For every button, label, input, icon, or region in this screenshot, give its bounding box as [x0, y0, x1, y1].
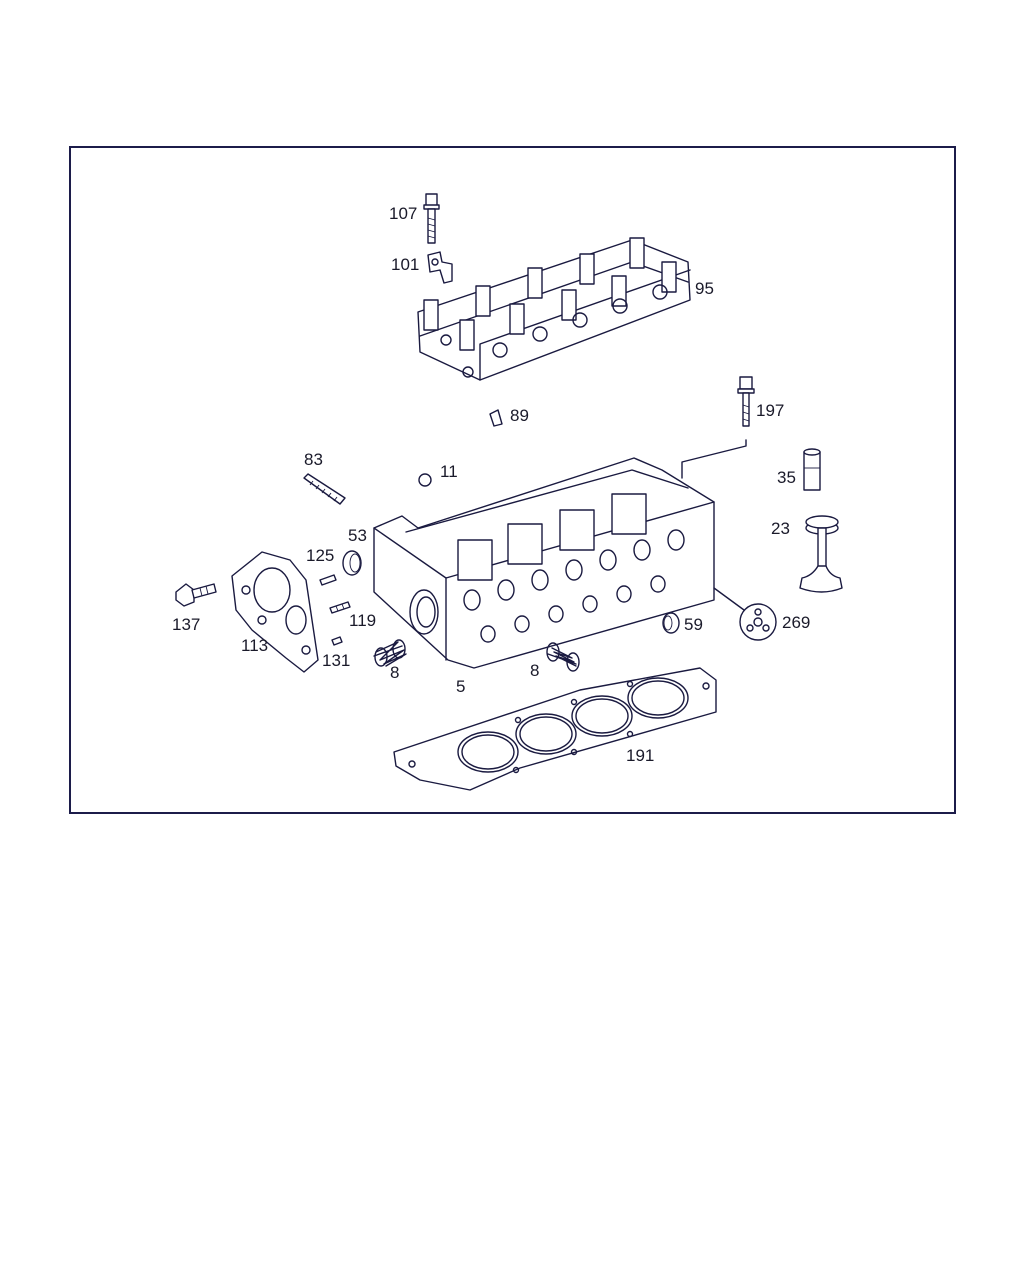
callout-101: 101	[391, 255, 419, 274]
sleeve-89	[489, 409, 503, 427]
callout-89: 89	[510, 406, 529, 425]
head-gasket-191	[393, 667, 717, 791]
camshaft-carrier-95	[417, 237, 691, 381]
leader-269	[713, 587, 745, 611]
callout-107: 107	[389, 204, 417, 223]
callout-131: 131	[322, 651, 350, 670]
callout-59: 59	[684, 615, 703, 634]
spring-8-right	[546, 642, 580, 672]
ball-11	[418, 473, 432, 487]
callout-5: 5	[456, 677, 465, 696]
diagram-frame	[69, 146, 956, 814]
callout-197: 197	[756, 401, 784, 420]
callout-113: 113	[241, 636, 268, 655]
bolt-137	[175, 583, 217, 607]
plug-59	[662, 612, 680, 634]
tappet-35	[803, 448, 821, 491]
pin-125	[319, 574, 337, 586]
leader-197	[681, 439, 747, 479]
callout-23: 23	[771, 519, 790, 538]
callout-125: 125	[306, 546, 334, 565]
pin-119	[329, 601, 351, 614]
pin-131	[331, 636, 343, 646]
plug-53	[342, 550, 362, 576]
callout-95: 95	[695, 279, 714, 298]
callout-8-left: 8	[390, 663, 399, 682]
disc-269	[739, 603, 777, 641]
callout-83: 83	[304, 450, 323, 469]
cylinder-head-5	[373, 457, 715, 669]
bolt-107	[423, 193, 440, 244]
callout-labels: 107 101 95 89 197 83 11 35 53 23 125 137…	[172, 204, 810, 765]
callout-119: 119	[349, 611, 376, 630]
callout-137: 137	[172, 615, 200, 634]
callout-35: 35	[777, 468, 796, 487]
callout-53: 53	[348, 526, 367, 545]
bracket-101	[427, 251, 453, 284]
bolt-197	[737, 376, 755, 427]
callout-11: 11	[440, 462, 458, 481]
spring-8-left	[373, 639, 407, 667]
valve-23	[799, 515, 843, 593]
callout-191: 191	[626, 746, 654, 765]
stud-83	[303, 473, 346, 505]
callout-8-right: 8	[530, 661, 539, 680]
timing-cover-113	[231, 551, 319, 673]
callout-269: 269	[782, 613, 810, 632]
